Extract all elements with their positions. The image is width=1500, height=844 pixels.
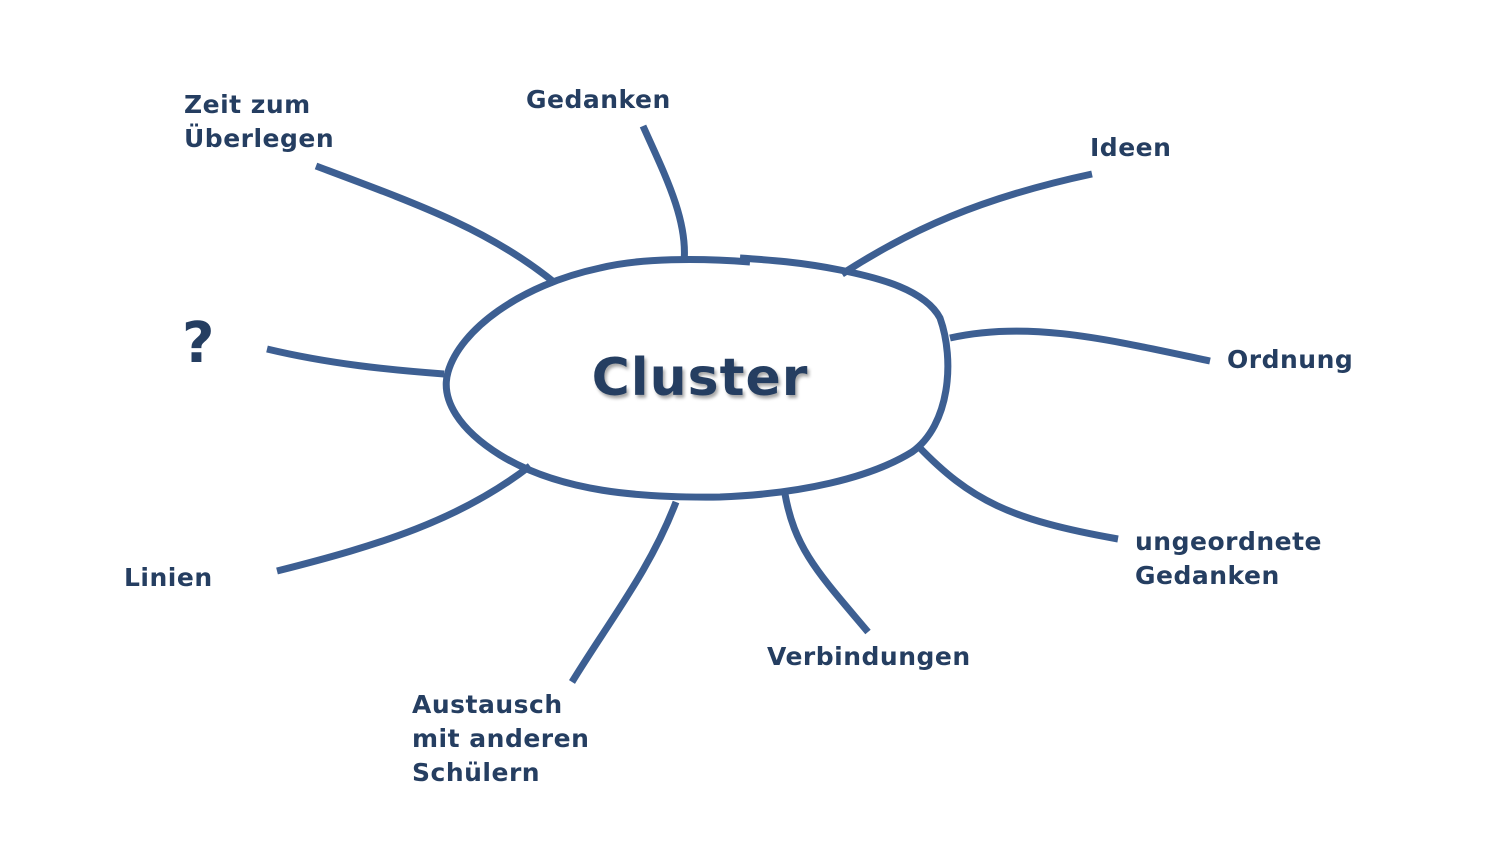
label-austausch: Austausch mit anderen Schülern — [412, 690, 590, 787]
branch-line-austausch — [569, 500, 680, 684]
label-ideen: Ideen — [1090, 133, 1172, 162]
branch-line-ungeordnete — [915, 443, 1119, 543]
label-gedanken: Gedanken — [526, 85, 671, 114]
label-verbindungen: Verbindungen — [767, 642, 971, 671]
center-ellipse — [442, 254, 952, 501]
branch-line-question — [266, 345, 445, 378]
branch-line-linien — [276, 463, 533, 575]
branch-line-zeit — [314, 162, 558, 286]
branch-line-gedanken — [639, 124, 688, 263]
branch-line-ordnung — [949, 327, 1211, 365]
label-question-mark: ? — [182, 311, 215, 376]
label-ungeordnete-gedanken: ungeordnete Gedanken — [1135, 527, 1323, 590]
label-ordnung: Ordnung — [1227, 345, 1354, 374]
branch-line-verbindungen — [781, 493, 871, 635]
label-linien: Linien — [124, 563, 213, 592]
branch-line-ideen — [840, 170, 1093, 277]
center-title: Cluster — [591, 348, 809, 408]
label-zeit-zum-ueberlegen: Zeit zum Überlegen — [184, 90, 335, 153]
